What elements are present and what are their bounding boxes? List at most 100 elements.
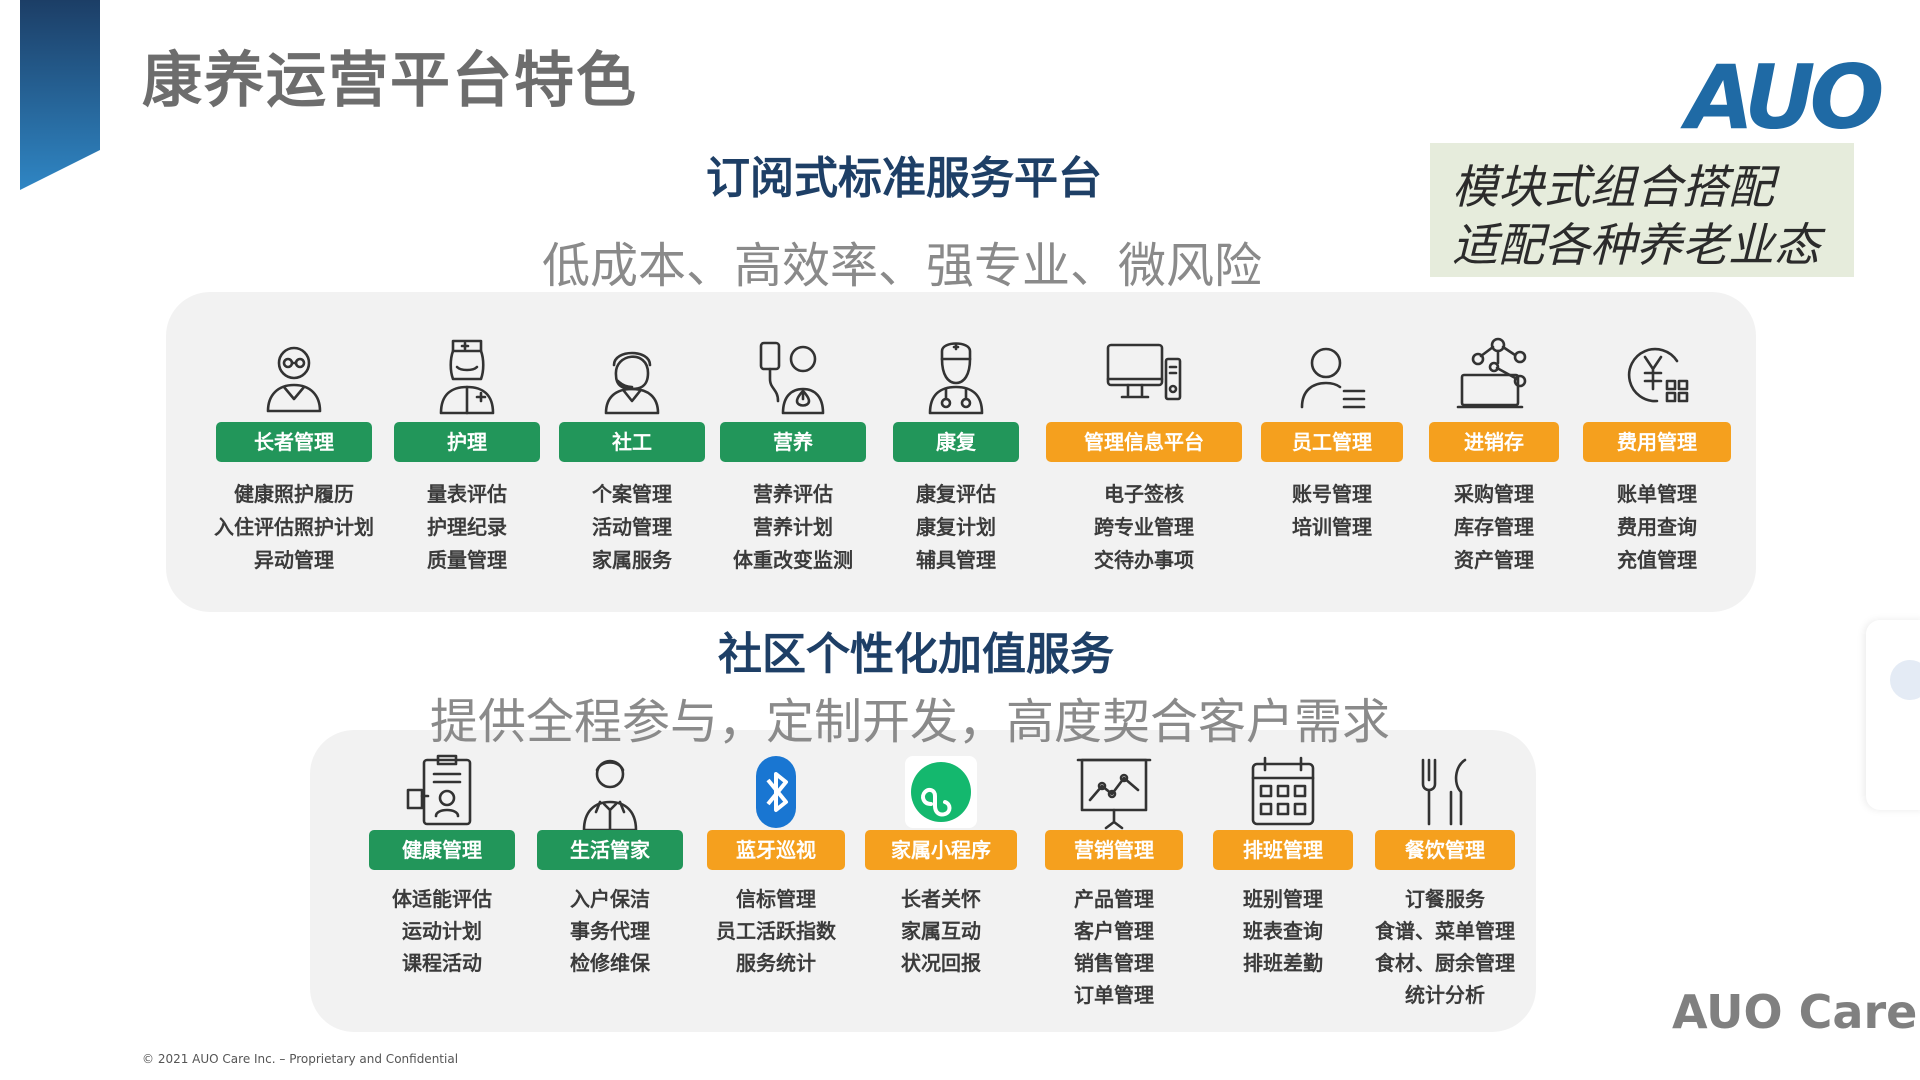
standard-module-label: 进销存 (1429, 422, 1559, 462)
standard-module-items: 康复评估康复计划辅具管理 (816, 478, 1096, 577)
value-added-module-label: 排班管理 (1213, 830, 1353, 870)
module-item: 长者关怀 (901, 887, 981, 911)
copyright-notice: © 2021 AUO Care Inc. – Proprietary and C… (142, 1052, 459, 1066)
module-item: 客户管理 (1074, 919, 1154, 943)
module-item: 体适能评估 (392, 887, 492, 911)
value-added-module-label: 生活管家 (537, 830, 683, 870)
module-item: 员工活跃指数 (716, 919, 836, 943)
module-item: 量表评估 (427, 482, 507, 506)
value-added-module-items: 入户保洁事务代理检修维保 (470, 883, 750, 979)
module-item: 活动管理 (592, 515, 672, 539)
standard-module-label: 营养 (720, 422, 866, 462)
module-item: 培训管理 (1292, 515, 1372, 539)
module-item: 电子签核 (1104, 482, 1184, 506)
module-item: 家属互动 (901, 919, 981, 943)
value-added-module-label: 餐饮管理 (1375, 830, 1515, 870)
section1-heading: 订阅式标准服务平台 (706, 153, 1102, 204)
module-item: 个案管理 (592, 482, 672, 506)
value-added-module-items: 订餐服务食谱、菜单管理食材、厨余管理统计分析 (1305, 883, 1585, 1011)
module-item: 事务代理 (570, 919, 650, 943)
module-item: 体重改变监测 (733, 548, 853, 572)
standard-module-label: 社工 (559, 422, 705, 462)
value-added-module-label: 健康管理 (369, 830, 515, 870)
desktop-computer-icon (1104, 335, 1184, 415)
standard-module-items: 营养评估营养计划体重改变监测 (653, 478, 933, 577)
section1-subtitle: 低成本、高效率、强专业、微风险 (542, 238, 1263, 294)
module-item: 入住评估照护计划 (214, 515, 374, 539)
module-item: 健康照护履历 (234, 482, 354, 506)
staff-user-icon (1292, 335, 1372, 415)
side-panel-dot (1890, 660, 1920, 700)
module-item: 排班差勤 (1243, 951, 1323, 975)
standard-module-label: 长者管理 (216, 422, 372, 462)
module-item: 库存管理 (1454, 515, 1534, 539)
elderly-person-icon (254, 335, 334, 415)
bluetooth-icon (736, 752, 816, 832)
module-item: 护理纪录 (427, 515, 507, 539)
butler-icon (570, 752, 650, 832)
module-item: 采购管理 (1454, 482, 1534, 506)
nutrition-iv-icon (753, 335, 833, 415)
module-item: 运动计划 (402, 919, 482, 943)
standard-module-items: 健康照护履历入住评估照护计划异动管理 (154, 478, 434, 577)
module-item: 产品管理 (1074, 887, 1154, 911)
module-item: 跨专业管理 (1094, 515, 1194, 539)
presentation-chart-icon (1074, 752, 1154, 832)
module-item: 订餐服务 (1405, 887, 1485, 911)
standard-module-label: 费用管理 (1583, 422, 1731, 462)
module-item: 销售管理 (1074, 951, 1154, 975)
tagline-line-2: 适配各种养老业态 (1452, 218, 1820, 272)
standard-module-items: 账号管理培训管理 (1192, 478, 1472, 544)
module-item: 异动管理 (254, 548, 334, 572)
value-added-module-label: 家属小程序 (865, 830, 1017, 870)
value-added-module-label: 蓝牙巡视 (707, 830, 845, 870)
module-item: 统计分析 (1405, 983, 1485, 1007)
page-title: 康养运营平台特色 (142, 46, 638, 116)
module-item: 营养评估 (753, 482, 833, 506)
inventory-network-icon (1454, 335, 1534, 415)
module-item: 班表查询 (1243, 919, 1323, 943)
standard-module-items: 量表评估护理纪录质量管理 (327, 478, 607, 577)
nurse-icon (427, 335, 507, 415)
module-item: 食材、厨余管理 (1375, 951, 1515, 975)
auo-care-brand: AUO Care (1672, 985, 1918, 1039)
standard-module-label: 管理信息平台 (1046, 422, 1242, 462)
module-item: 辅具管理 (916, 548, 996, 572)
value-added-module-label: 营销管理 (1045, 830, 1183, 870)
side-panel-edge (1866, 620, 1920, 810)
module-item: 康复评估 (916, 482, 996, 506)
value-added-module-items: 产品管理客户管理销售管理订单管理 (974, 883, 1254, 1011)
standard-module-label: 护理 (394, 422, 540, 462)
doctor-icon (916, 335, 996, 415)
module-item: 状况回报 (901, 951, 981, 975)
auo-logo: AUO (1686, 46, 1884, 149)
health-report-icon (402, 752, 482, 832)
module-item: 课程活动 (402, 951, 482, 975)
tagline-box: 模块式组合搭配 适配各种养老业态 (1430, 143, 1854, 277)
standard-module-label: 员工管理 (1261, 422, 1403, 462)
module-item: 检修维保 (570, 951, 650, 975)
yuan-coin-icon (1617, 335, 1697, 415)
module-item: 信标管理 (736, 887, 816, 911)
module-item: 康复计划 (916, 515, 996, 539)
module-item: 家属服务 (592, 548, 672, 572)
module-item: 质量管理 (427, 548, 507, 572)
module-item: 账单管理 (1617, 482, 1697, 506)
module-item: 入户保洁 (570, 887, 650, 911)
module-item: 账号管理 (1292, 482, 1372, 506)
fork-knife-icon (1405, 752, 1485, 832)
value-added-module-items: 信标管理员工活跃指数服务统计 (636, 883, 916, 979)
value-added-module-items: 班别管理班表查询排班差勤 (1143, 883, 1423, 979)
standard-module-items: 采购管理库存管理资产管理 (1354, 478, 1634, 577)
corner-accent (20, 0, 100, 190)
mini-program-icon (901, 752, 981, 832)
module-item: 班别管理 (1243, 887, 1323, 911)
module-item: 费用查询 (1617, 515, 1697, 539)
section2-heading: 社区个性化加值服务 (718, 629, 1114, 680)
module-item: 营养计划 (753, 515, 833, 539)
standard-module-items: 电子签核跨专业管理交待办事项 (1004, 478, 1284, 577)
calendar-icon (1243, 752, 1323, 832)
social-worker-headset-icon (592, 335, 672, 415)
module-item: 食谱、菜单管理 (1375, 919, 1515, 943)
module-item: 订单管理 (1074, 983, 1154, 1007)
